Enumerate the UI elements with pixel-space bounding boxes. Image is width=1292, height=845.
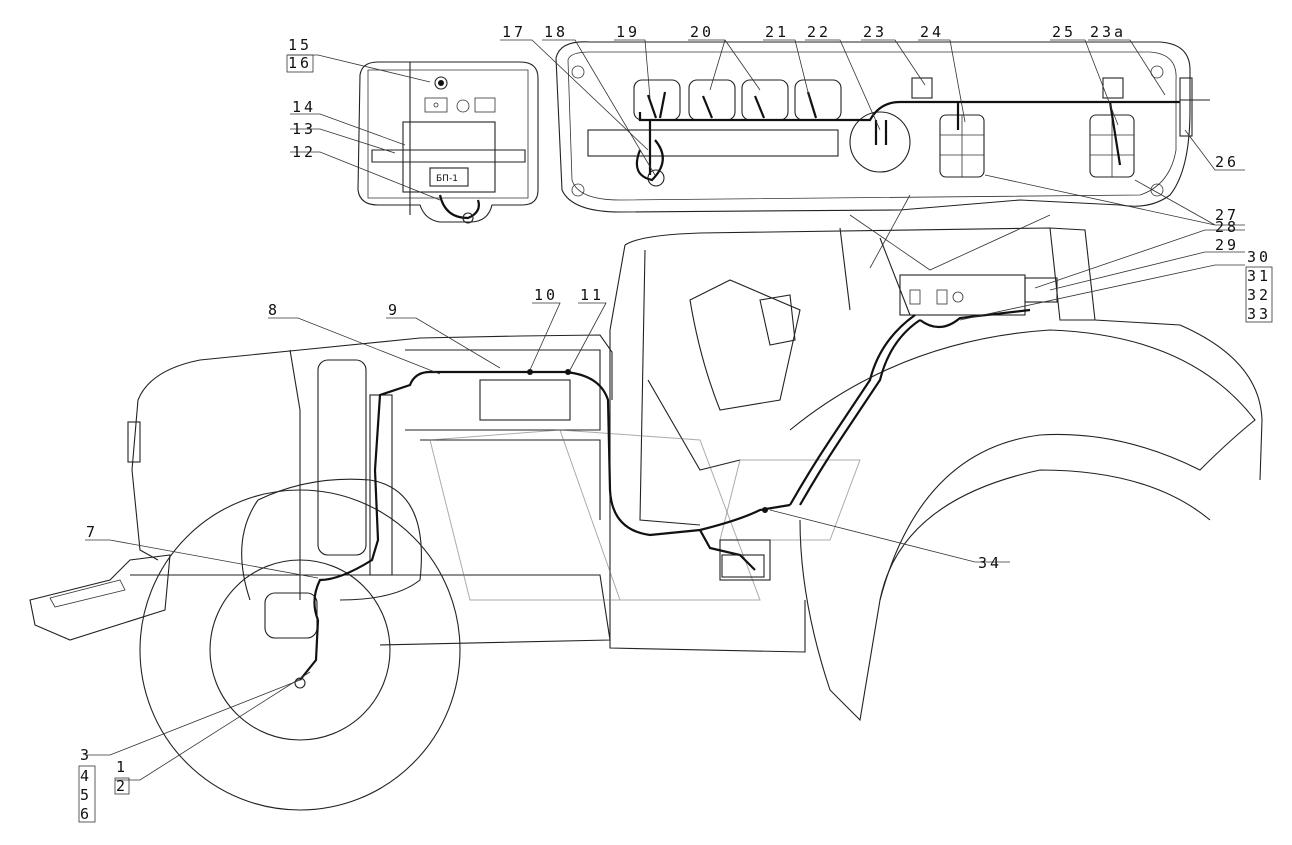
callout-6: 6 — [80, 805, 92, 823]
callout-23: 23 — [863, 23, 887, 41]
callout-21: 21 — [765, 23, 789, 41]
callout-28: 28 — [1215, 218, 1239, 236]
callout-33: 33 — [1247, 305, 1271, 323]
callout-27: 27 — [1215, 206, 1239, 224]
callout-31: 31 — [1247, 267, 1271, 285]
callout-25: 25 — [1052, 23, 1076, 41]
callout-14: 14 — [292, 98, 316, 116]
callout-8: 8 — [268, 301, 280, 319]
callout-19: 19 — [616, 23, 640, 41]
callout-13: 13 — [292, 120, 316, 138]
callout-15: 15 — [288, 36, 312, 54]
inset-control-unit: БП-1 — [357, 61, 539, 224]
callout-10: 10 — [534, 286, 558, 304]
callout-2: 2 — [116, 777, 128, 795]
tractor-body — [29, 227, 1263, 811]
callout-12: 12 — [292, 143, 316, 161]
callout-17: 17 — [502, 23, 526, 41]
callout-3: 3 — [80, 746, 92, 764]
callout-9: 9 — [388, 301, 400, 319]
callout-34: 34 — [978, 554, 1002, 572]
callout-26: 26 — [1215, 153, 1239, 171]
leader-lines — [85, 39, 1245, 781]
callout-23a: 23а — [1090, 23, 1126, 41]
callout-5: 5 — [80, 786, 92, 804]
wiring-harness — [294, 308, 1031, 689]
callout-32: 32 — [1247, 286, 1271, 304]
unit-label: БП-1 — [436, 174, 458, 184]
callout-11: 11 — [580, 286, 604, 304]
callout-24: 24 — [920, 23, 944, 41]
callout-1: 1 — [116, 758, 128, 776]
callout-7: 7 — [86, 523, 98, 541]
callout-22: 22 — [807, 23, 831, 41]
callout-16: 16 — [288, 54, 312, 72]
callout-30: 30 — [1247, 248, 1271, 266]
callout-4: 4 — [80, 767, 92, 785]
callout-20: 20 — [690, 23, 714, 41]
callout-labels: 15 16 14 13 12 17 18 19 20 21 22 23 24 2… — [78, 23, 1273, 823]
inset-instrument-panel — [555, 41, 1210, 213]
callout-29: 29 — [1215, 236, 1239, 254]
callout-18: 18 — [544, 23, 568, 41]
